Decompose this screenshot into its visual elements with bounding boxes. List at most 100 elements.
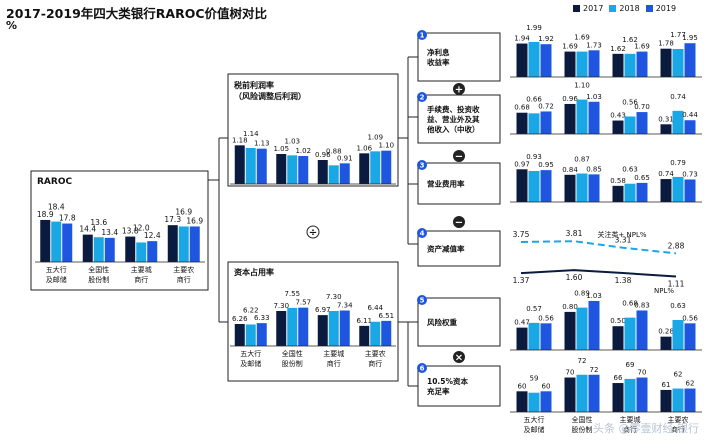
item-badge-5 xyxy=(417,363,427,373)
nim-label-2018-0: 1.99 xyxy=(526,24,542,32)
nim-label-2019-0: 1.92 xyxy=(538,35,554,43)
preprofit-bar-2018-2 xyxy=(328,165,339,184)
legend-swatch-2019 xyxy=(645,5,653,12)
car-label-2019-0: 60 xyxy=(542,382,551,390)
npl-value-1-3: 1.11 xyxy=(668,280,685,289)
npl-value-0-1: 3.81 xyxy=(566,229,583,238)
preprofit-bar-2019-0 xyxy=(256,148,267,184)
fee-bar-2018-2 xyxy=(624,116,636,134)
npl-series-line-0 xyxy=(520,240,677,255)
car-cat-1-a: 全国性 xyxy=(572,415,593,424)
riskweight-label-2018-2: 0.68 xyxy=(622,300,638,308)
raroc-box xyxy=(30,170,209,291)
item-box-title-1-2: 他收入（中收） xyxy=(426,124,480,134)
opex-label-2017-0: 0.97 xyxy=(514,160,530,168)
item-operator-circle-3 xyxy=(453,351,465,363)
fee-label-2018-3: 0.74 xyxy=(670,93,686,101)
raroc-label-2018-0: 18.4 xyxy=(48,203,65,212)
car-cat-3-b: 商行 xyxy=(671,425,685,434)
legend-item-2019: 2019 xyxy=(645,4,676,13)
fee-label-2019-1: 1.03 xyxy=(586,93,602,101)
preprofit-bar-2017-1 xyxy=(276,154,287,184)
opex-bar-2019-0 xyxy=(540,170,552,202)
nim-bar-2017-0 xyxy=(516,43,528,77)
nim-bar-2018-2 xyxy=(624,53,636,77)
capital-bar-2019-1 xyxy=(298,307,309,346)
raroc-bar-2019-2 xyxy=(147,241,158,262)
preprofit-label-2019-0: 1.13 xyxy=(254,140,270,148)
raroc-label-2017-3: 17.3 xyxy=(164,215,181,224)
riskweight-bar-2018-0 xyxy=(528,322,540,350)
riskweight-bar-2019-2 xyxy=(636,310,648,350)
fee-label-2019-3: 0.44 xyxy=(682,111,698,119)
fee-bar-2017-0 xyxy=(516,112,528,134)
preprofit-bar-2017-3 xyxy=(359,153,370,184)
nim-label-2017-2: 1.62 xyxy=(610,45,626,53)
legend-label-2018: 2018 xyxy=(619,4,640,13)
car-label-2018-1: 72 xyxy=(578,357,587,365)
fee-bar-2019-1 xyxy=(588,101,600,134)
nim-bar-2018-1 xyxy=(576,51,588,77)
preprofit-bar-2019-1 xyxy=(298,156,309,184)
legend-label-2017: 2017 xyxy=(583,4,604,13)
preprofit-bar-2019-2 xyxy=(339,163,350,184)
nim-bar-2019-0 xyxy=(540,44,552,77)
npl-value-1-1: 1.60 xyxy=(566,273,583,282)
car-label-2019-2: 70 xyxy=(638,369,647,377)
capital-label-2019-0: 6.33 xyxy=(254,314,270,322)
raroc-label-2018-3: 16.9 xyxy=(175,207,192,216)
raroc-bar-2019-0 xyxy=(62,223,73,262)
legend-item-2017: 2017 xyxy=(573,4,603,13)
riskweight-label-2019-0: 0.56 xyxy=(538,314,554,322)
opex-label-2018-3: 0.79 xyxy=(670,159,686,167)
opex-label-2018-1: 0.87 xyxy=(574,156,590,164)
capital-label-2017-2: 6.97 xyxy=(315,306,331,314)
unit-label: % xyxy=(6,19,18,32)
item-badge-number-1: 2 xyxy=(420,94,425,102)
item-box-title-2-0: 营业费用率 xyxy=(427,179,465,189)
car-label-2017-2: 66 xyxy=(614,374,623,382)
npl-value-0-0: 3.75 xyxy=(513,230,530,239)
item-operator-symbol-3: × xyxy=(455,353,463,364)
item-badge-0 xyxy=(417,30,427,40)
op-divide-symbol: ÷ xyxy=(309,228,317,239)
opex-label-2019-3: 0.73 xyxy=(682,170,698,178)
npl-value-0-2: 3.31 xyxy=(615,236,632,245)
opex-label-2019-0: 0.95 xyxy=(538,161,554,169)
fee-label-2018-0: 0.66 xyxy=(526,95,542,103)
item-badge-number-5: 6 xyxy=(420,365,425,373)
nim-bar-2018-3 xyxy=(672,49,684,77)
car-bar-2018-2 xyxy=(624,378,636,412)
item-box-title-3-0: 资产减值率 xyxy=(427,244,465,254)
capital-box-title: 资本占用率 xyxy=(234,267,274,277)
item-badge-number-3: 4 xyxy=(420,230,425,238)
opex-bar-2017-3 xyxy=(660,179,672,202)
capital-cat-3-a: 主要农 xyxy=(365,349,386,358)
preprofit-label-2019-1: 1.02 xyxy=(295,147,311,155)
capital-cat-2-b: 商行 xyxy=(327,359,341,368)
raroc-bar-2018-2 xyxy=(136,242,147,262)
nim-label-2019-2: 1.69 xyxy=(634,43,650,51)
nim-bar-2019-2 xyxy=(636,51,648,77)
legend-swatch-2017 xyxy=(573,5,580,12)
opex-bar-2017-2 xyxy=(612,185,624,202)
preprofit-bar-2019-3 xyxy=(381,150,392,184)
legend: 2017 2018 2019 xyxy=(573,4,676,13)
raroc-label-2019-3: 16.9 xyxy=(186,216,203,225)
nim-bar-2017-3 xyxy=(660,48,672,77)
raroc-cat-1-b: 股份制 xyxy=(88,275,109,284)
capital-bar-2017-0 xyxy=(234,324,245,346)
riskweight-label-2017-0: 0.47 xyxy=(514,319,530,327)
item-box-title-0-1: 收益率 xyxy=(427,57,450,67)
npl-value-0-3: 2.88 xyxy=(668,241,685,250)
raroc-cat-3-a: 主要农 xyxy=(173,265,194,274)
car-cat-0-b: 及邮储 xyxy=(524,425,545,434)
fee-label-2017-1: 0.96 xyxy=(562,95,578,103)
raroc-box-title: RAROC xyxy=(37,177,72,187)
raroc-label-2019-1: 13.4 xyxy=(101,228,118,237)
riskweight-bar-2018-3 xyxy=(672,320,684,350)
capital-bar-2017-1 xyxy=(276,311,287,346)
item-badge-number-2: 3 xyxy=(420,162,425,170)
fee-label-2018-1: 1.10 xyxy=(574,82,590,90)
